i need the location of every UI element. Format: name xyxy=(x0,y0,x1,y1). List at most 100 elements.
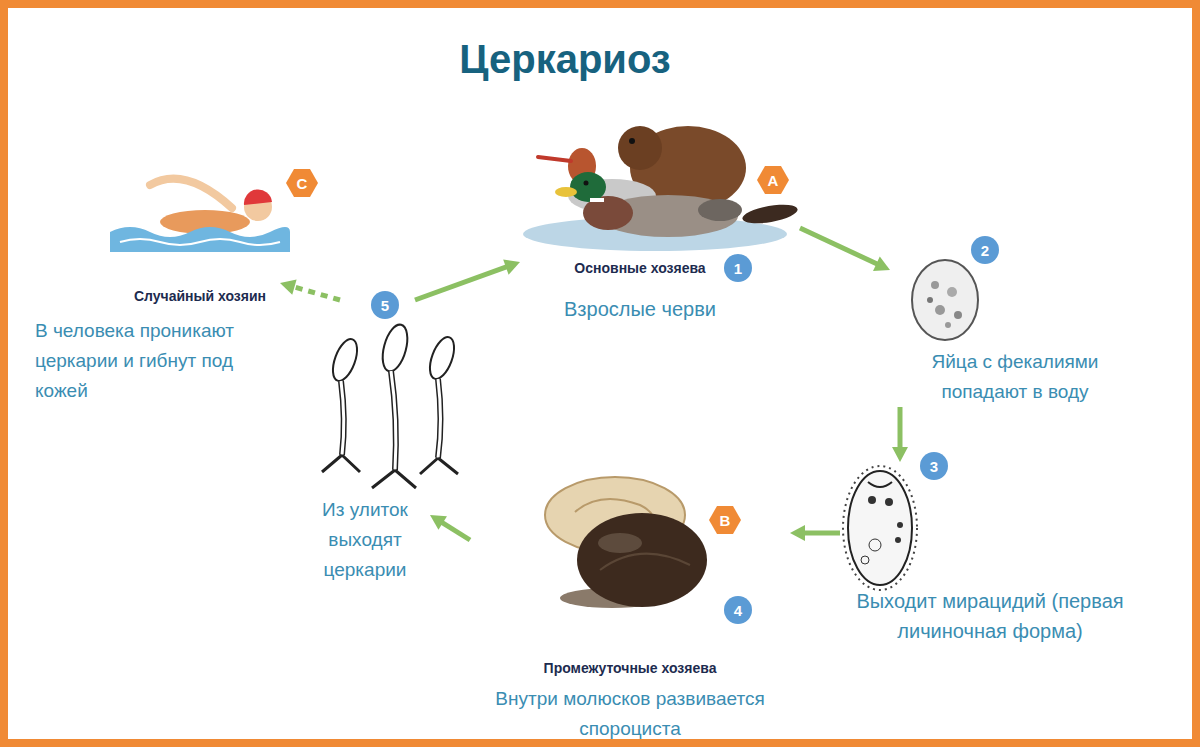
picture-part xyxy=(244,189,272,205)
callout-text: C xyxy=(297,176,308,191)
picture-part xyxy=(577,513,707,607)
egg-picture xyxy=(912,260,978,340)
arrow-shaft xyxy=(415,266,508,300)
arrow-shaft xyxy=(803,531,840,536)
picture-part xyxy=(598,533,642,553)
arrow-head xyxy=(430,515,447,530)
callout-number: 4 xyxy=(724,596,752,624)
picture-part xyxy=(947,287,957,297)
picture-part xyxy=(372,470,416,488)
cercariae-picture xyxy=(322,322,459,488)
host-heading: Случайный хозяин xyxy=(130,286,270,306)
stage-text: Из улиток выходят церкарии xyxy=(300,495,430,585)
stage-node: Из улиток выходят церкарии xyxy=(300,300,430,585)
picture-part xyxy=(120,239,280,245)
picture-part xyxy=(555,187,577,197)
picture-part xyxy=(843,466,917,590)
stage-node: Основные хозяеваВзрослые черви xyxy=(520,118,800,324)
host-heading: Промежуточные хозяева xyxy=(470,658,790,678)
picture-part xyxy=(954,311,962,319)
callout-text: A xyxy=(768,173,779,188)
picture-part xyxy=(391,371,396,470)
picture-part xyxy=(570,172,606,202)
stage-node: Случайный хозяин В человека проникают цер… xyxy=(30,155,280,406)
picture-part xyxy=(425,334,459,382)
picture-part xyxy=(618,126,662,170)
picture-part xyxy=(110,227,290,252)
picture-part xyxy=(584,181,589,186)
stage-node: Выходит мирацидий (первая личиночная фор… xyxy=(840,462,1140,646)
picture-part xyxy=(438,379,441,458)
host-letter-hexagon: A xyxy=(757,166,789,194)
picture-part xyxy=(590,198,604,202)
arrow-head xyxy=(503,260,520,275)
cycle-arrow xyxy=(415,260,520,300)
cycle-arrow xyxy=(892,407,908,462)
picture-part xyxy=(885,498,893,506)
snails-picture xyxy=(545,477,707,608)
picture-part xyxy=(583,196,633,230)
picture-part xyxy=(931,281,939,289)
picture-part xyxy=(438,379,441,458)
host-heading: Основные хозяева xyxy=(520,258,800,278)
callout-text: 1 xyxy=(734,261,742,276)
callout-text: 5 xyxy=(381,298,389,313)
picture-part xyxy=(935,305,945,315)
callout-text: 3 xyxy=(930,459,938,474)
picture-part xyxy=(741,201,799,226)
picture-part xyxy=(341,381,344,455)
picture-part xyxy=(912,260,978,340)
picture-part xyxy=(538,157,571,161)
picture-part xyxy=(927,297,933,303)
diagram-title: Церкариоз xyxy=(400,34,730,84)
arrow-head xyxy=(873,256,890,270)
swimmer-picture xyxy=(110,179,290,252)
picture-part xyxy=(420,458,458,474)
cycle-arrow xyxy=(800,228,890,271)
callout-text: 2 xyxy=(981,243,989,258)
picture-part xyxy=(328,336,362,384)
picture-part xyxy=(897,522,903,528)
picture-part xyxy=(868,496,876,504)
callout-number: 1 xyxy=(724,254,752,282)
arrow-shaft xyxy=(800,228,878,265)
stage-text: Выходит мирацидий (первая личиночная фор… xyxy=(850,586,1130,646)
picture-part xyxy=(868,482,892,487)
callout-number: 2 xyxy=(971,236,999,264)
picture-part xyxy=(861,556,869,564)
picture-part xyxy=(391,371,396,470)
picture-part xyxy=(848,471,912,585)
picture-part xyxy=(895,537,901,543)
stage-text: В человека проникают церкарии и гибнут п… xyxy=(30,316,280,406)
arrow-shaft xyxy=(898,407,903,449)
dashed-arrow xyxy=(280,279,340,300)
callout-text: B xyxy=(720,513,731,528)
picture-part xyxy=(869,539,881,551)
picture-part xyxy=(600,554,690,570)
arrow-head xyxy=(280,279,297,294)
final-hosts-picture xyxy=(523,126,799,251)
stage-text: Внутри молюсков развивается спороциста xyxy=(470,684,790,744)
arrow-shaft xyxy=(293,287,340,300)
arrow-shaft xyxy=(441,522,470,540)
host-letter-hexagon: B xyxy=(709,506,741,534)
miracidium-picture xyxy=(843,466,917,590)
stage-text: Взрослые черви xyxy=(520,294,800,324)
picture-part xyxy=(378,322,412,374)
arrow-head xyxy=(790,525,805,541)
cycle-arrow xyxy=(430,515,470,540)
callout-number: 5 xyxy=(371,291,399,319)
picture-part xyxy=(629,138,635,144)
cycle-arrow xyxy=(790,525,840,541)
callout-text: 4 xyxy=(734,603,742,618)
picture-part xyxy=(150,179,232,208)
host-letter-hexagon: C xyxy=(286,169,318,197)
picture-part xyxy=(341,381,344,455)
picture-part xyxy=(945,322,951,328)
stage-text: Яйца с фекалиями попадают в воду xyxy=(890,347,1140,407)
callout-number: 3 xyxy=(920,452,948,480)
picture-part xyxy=(698,199,742,221)
picture-part xyxy=(322,455,360,472)
stage-node: Яйца с фекалиями попадают в воду xyxy=(890,255,1140,407)
